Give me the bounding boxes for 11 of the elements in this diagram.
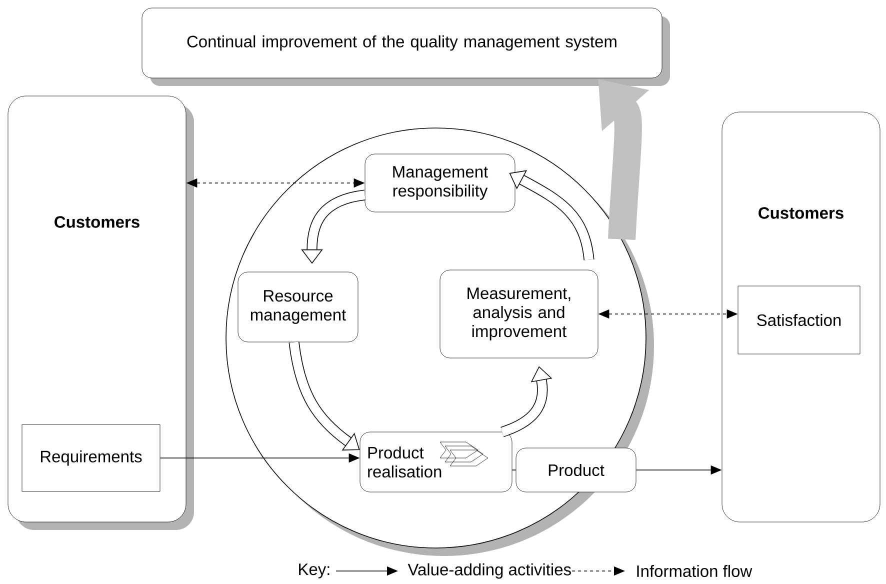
text-box: Requirements [22, 424, 160, 492]
legend-text: Value-adding activities [408, 563, 571, 579]
block-arrow [288, 341, 360, 450]
process-box: Resource management [238, 272, 358, 342]
legend-text: Information flow [637, 564, 752, 578]
process-box: Measurement, analysis and improvement [440, 270, 598, 358]
process-box: Continual improvement of the quality management system [142, 8, 670, 86]
block-arrow [509, 170, 594, 261]
text-box: Satisfaction [738, 286, 860, 354]
process-box: Management responsibility [364, 154, 516, 212]
key-label: Key: [299, 564, 330, 578]
